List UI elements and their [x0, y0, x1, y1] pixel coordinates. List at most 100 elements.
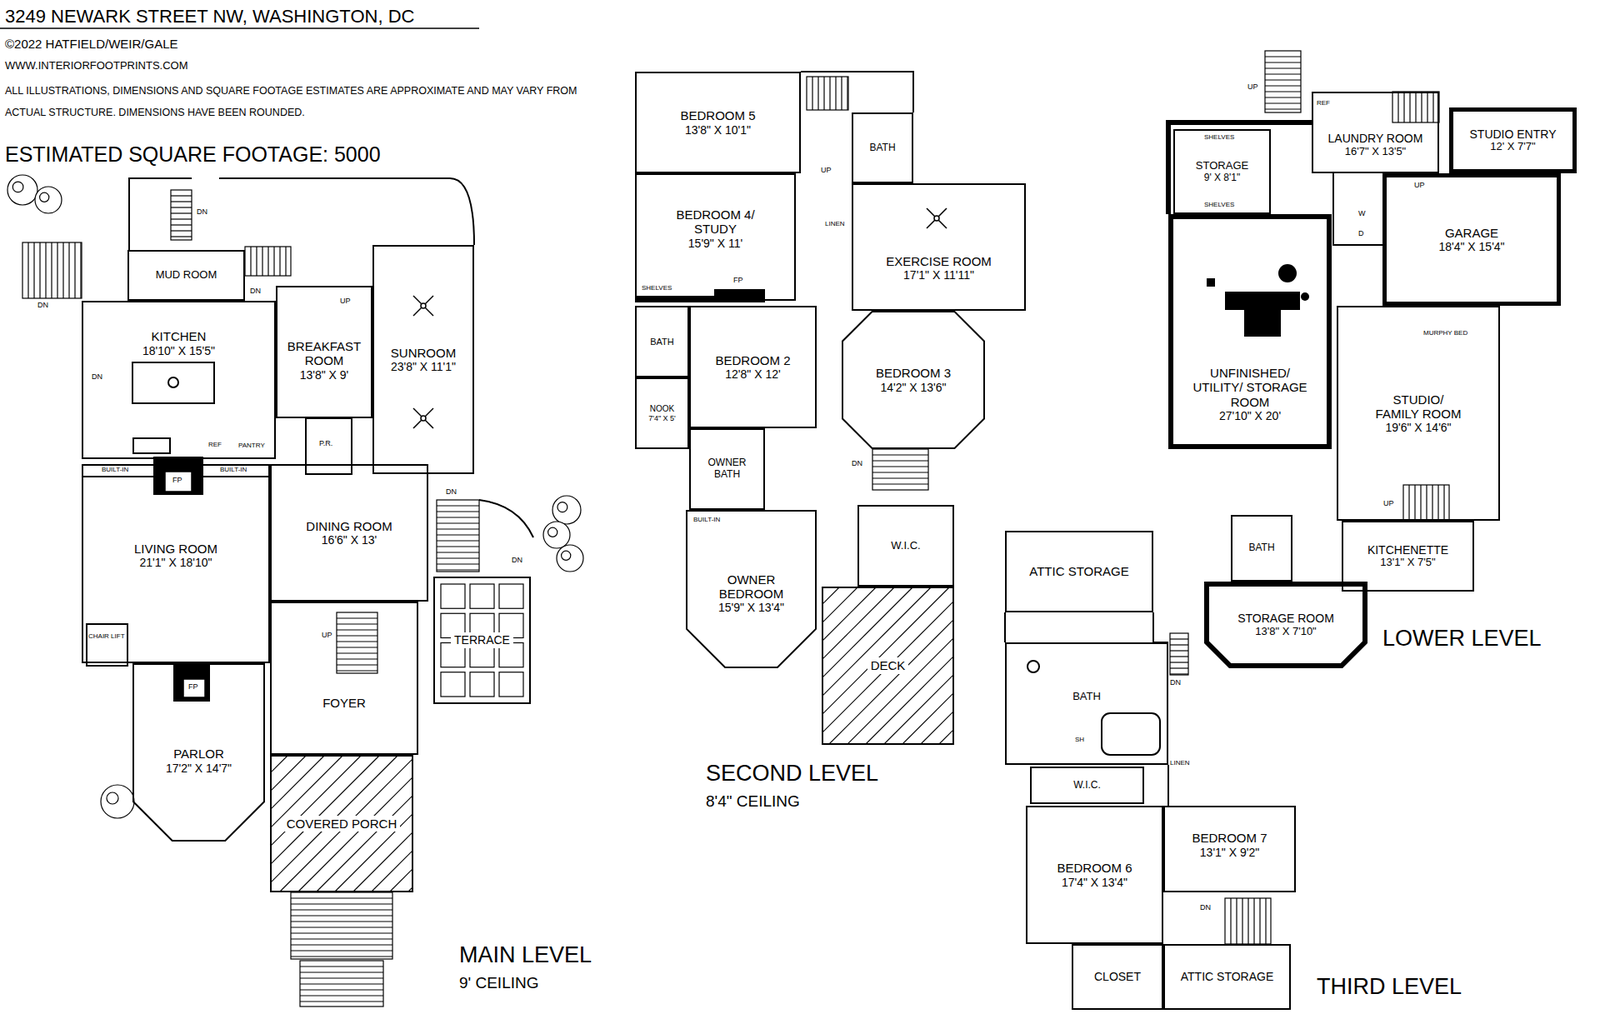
stair-tread: [1170, 655, 1189, 657]
plan-label: LINEN: [1170, 760, 1190, 768]
room-dimensions: 12' X 7'7": [1490, 140, 1535, 154]
room-name: PARLOR: [173, 746, 225, 761]
room-outline: [1174, 130, 1270, 214]
stair-tread: [80, 242, 81, 299]
stair-tread: [1265, 96, 1301, 98]
stair-tread: [1425, 485, 1427, 521]
room-outline: [842, 311, 985, 449]
walls: [1004, 612, 1006, 643]
room-dimensions: 17'2" X 14'7": [165, 761, 232, 775]
hatch-line: [938, 586, 955, 745]
stair-tread: [290, 944, 393, 945]
fireplaces-and-mechanical: [153, 264, 1310, 702]
hatch-line: [901, 586, 955, 745]
fan-hub: [420, 415, 426, 421]
stair-tread: [436, 505, 480, 506]
fan-blade: [413, 295, 434, 316]
stair-tread: [1265, 102, 1301, 104]
stair-tread: [1431, 485, 1433, 521]
plan-label: UP: [340, 297, 351, 306]
room-box: LIVING ROOM21'1" X 18'10": [81, 464, 270, 664]
plan-label: DN: [1200, 904, 1211, 913]
plan-label: UP: [820, 166, 832, 175]
bathtub: [1101, 713, 1160, 755]
room-dimensions: 27'10" X 20': [1219, 409, 1281, 423]
room-label-group: W.I.C.: [1073, 780, 1101, 792]
room-label-group: ATTIC STORAGE: [1180, 970, 1275, 984]
plan-title: 3249 NEWARK STREET NW, WASHINGTON, DC: [5, 6, 415, 27]
room-box: OWNER BATH: [689, 428, 765, 510]
room-name: LIVING ROOM: [134, 541, 218, 556]
room-label-group: EXERCISE ROOM17'1" X 11'11": [885, 254, 992, 282]
fan-blade: [413, 295, 434, 316]
room-box: BREAKFAST ROOM13'8" X 9': [275, 285, 373, 419]
tree-symbol: [12, 181, 24, 193]
plan-label: DN: [1170, 679, 1181, 688]
room-name: STORAGE: [1195, 160, 1249, 173]
room-outline: [128, 250, 245, 300]
room-name: MUD ROOM: [155, 269, 218, 282]
stair-tread: [846, 76, 848, 110]
room-label-group: BATH: [1072, 690, 1101, 704]
room-outline: [1005, 643, 1168, 765]
stair-tread: [170, 235, 192, 237]
room-outline: [133, 664, 265, 841]
stair-tread: [872, 477, 929, 479]
room-box: GARAGE18'4" X 15'4": [1382, 173, 1561, 306]
room-label-group: FOYER: [322, 695, 366, 710]
room-label-group: UNFINISHED/ UTILITY/ STORAGE ROOM27'10" …: [1187, 365, 1313, 423]
stair-tread: [336, 664, 378, 665]
stair-tread: [62, 242, 64, 299]
plan-label: PANTRY: [238, 442, 265, 450]
stair-tread: [840, 76, 842, 110]
sink: [168, 377, 179, 388]
stair-tread: [290, 932, 393, 934]
level-heading: LOWER LEVEL: [1382, 626, 1542, 652]
stair-tread: [1170, 638, 1189, 640]
tree-symbol: [100, 785, 135, 819]
stair-tread: [290, 915, 393, 916]
fan-blade: [926, 208, 947, 229]
room-box: BEDROOM 617'4" X 13'4": [1025, 805, 1164, 945]
stair-tread: [336, 646, 378, 648]
room-outline: [858, 505, 954, 586]
room-box: PARLOR17'2" X 14'7": [132, 663, 265, 842]
tree-symbol: [35, 186, 62, 214]
stair-tread: [68, 242, 70, 299]
range: [133, 438, 170, 454]
stair-tread: [1397, 91, 1399, 123]
room-dimensions: 16'7" X 13'5": [1345, 145, 1406, 159]
level-heading: 9' CEILING: [459, 975, 540, 993]
room-outline-svg: [1005, 642, 1169, 765]
room-label-group: NOOK7'4" X 5': [648, 404, 676, 423]
room-box: ATTIC STORAGE: [1005, 530, 1154, 613]
paver-tile: [440, 584, 465, 609]
room-label-group: STUDIO/ FAMILY ROOM19'6" X 14'6": [1372, 392, 1465, 435]
room-outline: [1312, 92, 1439, 173]
plan-label: SHELVES: [641, 285, 672, 293]
room-label-group: ATTIC STORAGE: [1029, 564, 1129, 579]
stair-tread: [290, 950, 393, 951]
room-label-group: LIVING ROOM21'1" X 18'10": [134, 541, 218, 570]
room-box: ATTIC STORAGE: [1163, 944, 1291, 1010]
plan-label: SHELVES: [1204, 134, 1235, 142]
stair-tread: [872, 460, 929, 461]
fireplace-openings: [183, 679, 205, 698]
stair-symbol: [22, 242, 82, 299]
stair-tread: [290, 897, 393, 899]
tree-symbol: [7, 175, 38, 205]
room-label-group: PARLOR17'2" X 14'7": [165, 746, 232, 775]
stair-tread: [436, 522, 480, 524]
room-outline: [373, 245, 474, 474]
room-box: BATH: [635, 305, 690, 378]
room-dimensions: 13'1" X 7'5": [1380, 556, 1435, 570]
stair-tread: [1265, 79, 1301, 80]
room-dimensions: 13'8" X 10'1": [685, 123, 751, 137]
level-heading: 8'4" CEILING: [705, 793, 800, 811]
plan-label: SH: [1075, 736, 1085, 745]
plan-label: P.R.: [319, 440, 333, 449]
stair-tread: [290, 903, 393, 905]
plan-label: D: [1358, 230, 1365, 239]
stair-tread: [290, 938, 393, 940]
stair-symbol: [872, 449, 929, 490]
